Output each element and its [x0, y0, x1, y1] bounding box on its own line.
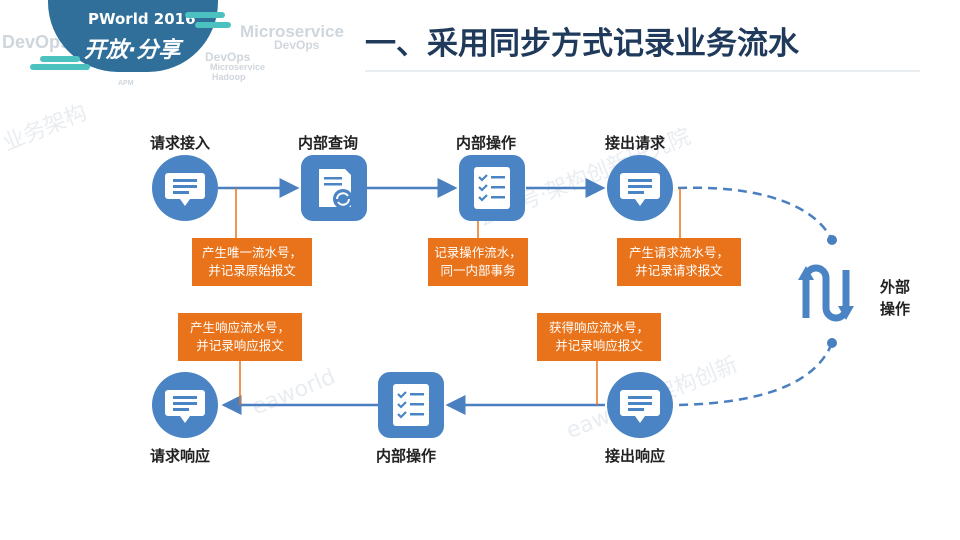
note-line: 记录操作流水，	[434, 245, 522, 260]
logo-word: DevOps	[2, 32, 71, 52]
node-label-response-out: 接出响应	[605, 447, 666, 465]
logo-word: APM	[118, 80, 134, 87]
note-line: 产生响应流水号，	[189, 320, 290, 335]
dashed-in	[677, 342, 834, 407]
up-down-arrows-icon	[798, 264, 854, 322]
chat-bubble-icon	[607, 155, 673, 221]
node-label-request-out: 接出请求	[605, 134, 666, 152]
title-divider	[365, 70, 920, 72]
pworld-logo: DevOps Microservice DevOps DevOps Micros…	[0, 0, 344, 90]
note-response-serial-get: 获得响应流水号， 并记录响应报文	[537, 313, 661, 361]
note-line: 并记录原始报文	[208, 263, 296, 278]
note-line: 并记录响应报文	[196, 338, 284, 353]
note-request-serial: 产生请求流水号， 并记录请求报文	[617, 238, 741, 286]
note-line: 产生唯一流水号，	[201, 245, 302, 260]
checklist-icon	[459, 155, 525, 221]
node-label-request-in: 请求接入	[150, 134, 211, 152]
node-label-internal-op-bottom: 内部操作	[376, 447, 437, 465]
logo-decoration	[30, 12, 231, 70]
note-unique-serial: 产生唯一流水号， 并记录原始报文	[192, 238, 312, 286]
logo-title: PWorld 2016	[88, 10, 196, 28]
note-line: 并记录请求报文	[635, 263, 723, 278]
chat-bubble-icon	[607, 372, 673, 438]
external-op-line2: 操作	[880, 300, 911, 318]
note-line: 产生请求流水号，	[628, 245, 729, 260]
node-label-internal-query: 内部查询	[298, 134, 359, 152]
logo-word: DevOps	[205, 50, 251, 64]
page-title: 一、采用同步方式记录业务流水	[365, 26, 799, 62]
node-label-request-response: 请求响应	[150, 447, 211, 465]
external-op-line1: 外部	[880, 278, 911, 296]
node-label-internal-op-top: 内部操作	[456, 134, 517, 152]
note-line: 同一内部事务	[440, 263, 516, 278]
logo-word: Microservice	[240, 22, 344, 41]
note-operation-log: 记录操作流水， 同一内部事务	[428, 238, 528, 286]
chat-bubble-icon	[152, 155, 218, 221]
logo-word: DevOps	[274, 38, 320, 52]
node-label-external-op: 外部 操作	[880, 276, 910, 320]
logo-word: Hadoop	[212, 72, 246, 82]
note-response-serial-gen: 产生响应流水号， 并记录响应报文	[178, 313, 302, 361]
logo-word: Microservice	[210, 62, 266, 72]
chat-bubble-icon	[152, 372, 218, 438]
dashed-out	[677, 186, 834, 241]
checklist-icon	[378, 372, 444, 438]
note-line: 获得响应流水号，	[548, 320, 649, 335]
document-refresh-icon	[301, 155, 367, 221]
note-line: 并记录响应报文	[555, 338, 643, 353]
logo-slogan: 开放·分享	[84, 38, 181, 63]
